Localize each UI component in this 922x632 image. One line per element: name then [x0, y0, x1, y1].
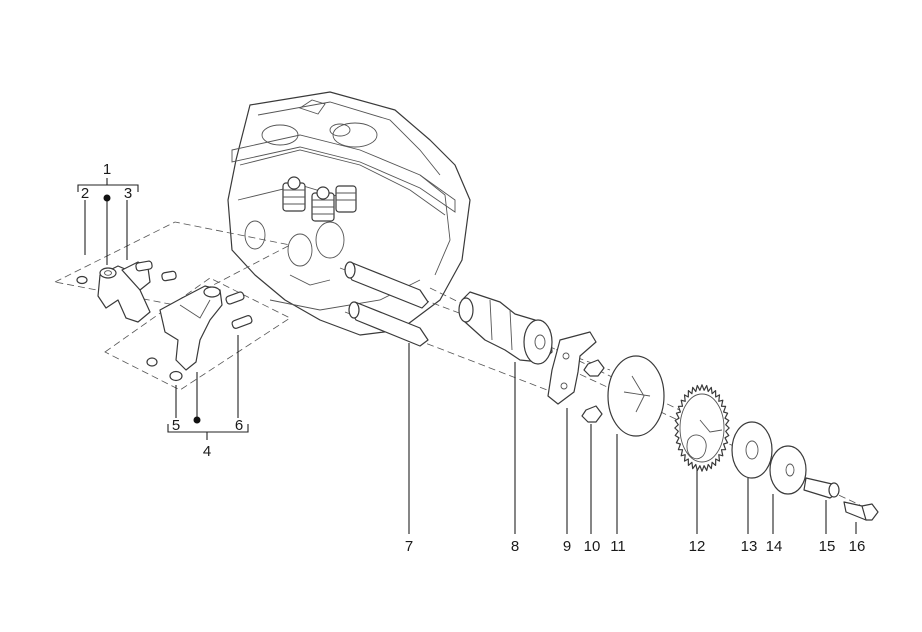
bolt-16	[843, 501, 879, 521]
washer-13	[731, 421, 773, 479]
cylinder-head	[227, 91, 471, 336]
callout-11: 11	[610, 538, 626, 555]
callout-2: 2	[81, 185, 89, 202]
rocker-arm-lower	[146, 285, 253, 382]
callout-9: 9	[563, 538, 571, 555]
callout-12: 12	[689, 538, 706, 555]
callout-10: 10	[584, 538, 601, 555]
callout-3: 3	[124, 185, 132, 202]
callout-labels: 1 2 3 4 5 6 7 8 9 10 11 12 13 14 15 16	[81, 161, 866, 555]
callout-4: 4	[203, 443, 211, 460]
decompressor-plate	[547, 331, 597, 405]
washer-disc	[607, 355, 665, 437]
callout-6: 6	[235, 417, 243, 434]
camshaft	[458, 291, 553, 365]
timing-sprocket	[674, 384, 730, 472]
rocker-arm-upper	[76, 260, 177, 323]
callout-5: 5	[172, 417, 180, 434]
rocker-shafts	[344, 261, 429, 347]
bolt-15	[803, 477, 840, 499]
bolt-set-10	[581, 359, 605, 423]
callout-1: 1	[103, 161, 111, 178]
callout-7: 7	[405, 538, 413, 555]
callout-13: 13	[741, 538, 758, 555]
callout-8: 8	[511, 538, 519, 555]
leader-lines	[77, 178, 857, 534]
callout-15: 15	[819, 538, 836, 555]
callout-16: 16	[849, 538, 866, 555]
washer-14	[769, 445, 807, 495]
callout-14: 14	[766, 538, 783, 555]
